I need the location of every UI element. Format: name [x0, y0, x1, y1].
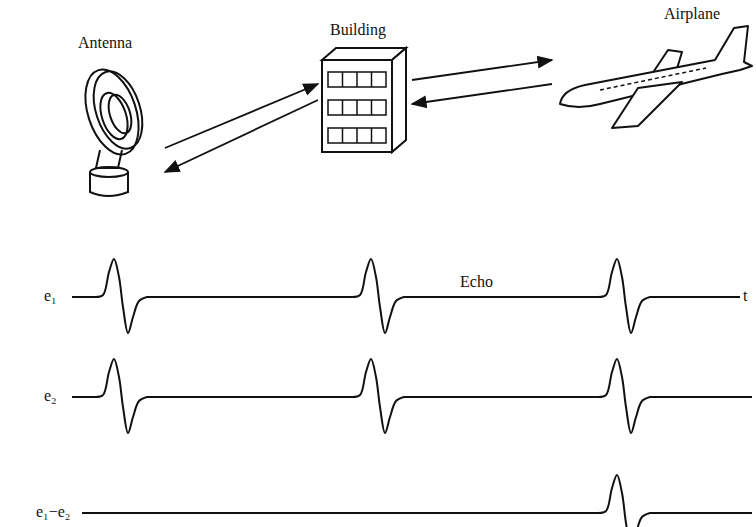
- axis-label: t: [743, 286, 747, 305]
- waveforms: [72, 259, 752, 527]
- building-label: Building: [330, 20, 386, 39]
- signal-arrows: [165, 60, 552, 172]
- antenna-label: Antenna: [78, 33, 132, 52]
- airplane-drawing: [560, 26, 752, 128]
- e2-waveform: [72, 359, 752, 433]
- signal-name: e₂: [44, 386, 57, 405]
- echo-label: Echo: [460, 272, 493, 291]
- building-drawing: [322, 48, 406, 152]
- airplane-label: Airplane: [664, 4, 720, 23]
- e1-waveform: [72, 259, 740, 333]
- signal-name: e₁: [44, 286, 57, 305]
- signal-name: e₁−e₂: [36, 502, 70, 521]
- antenna-drawing: [76, 63, 152, 196]
- difference-waveform: [82, 475, 752, 527]
